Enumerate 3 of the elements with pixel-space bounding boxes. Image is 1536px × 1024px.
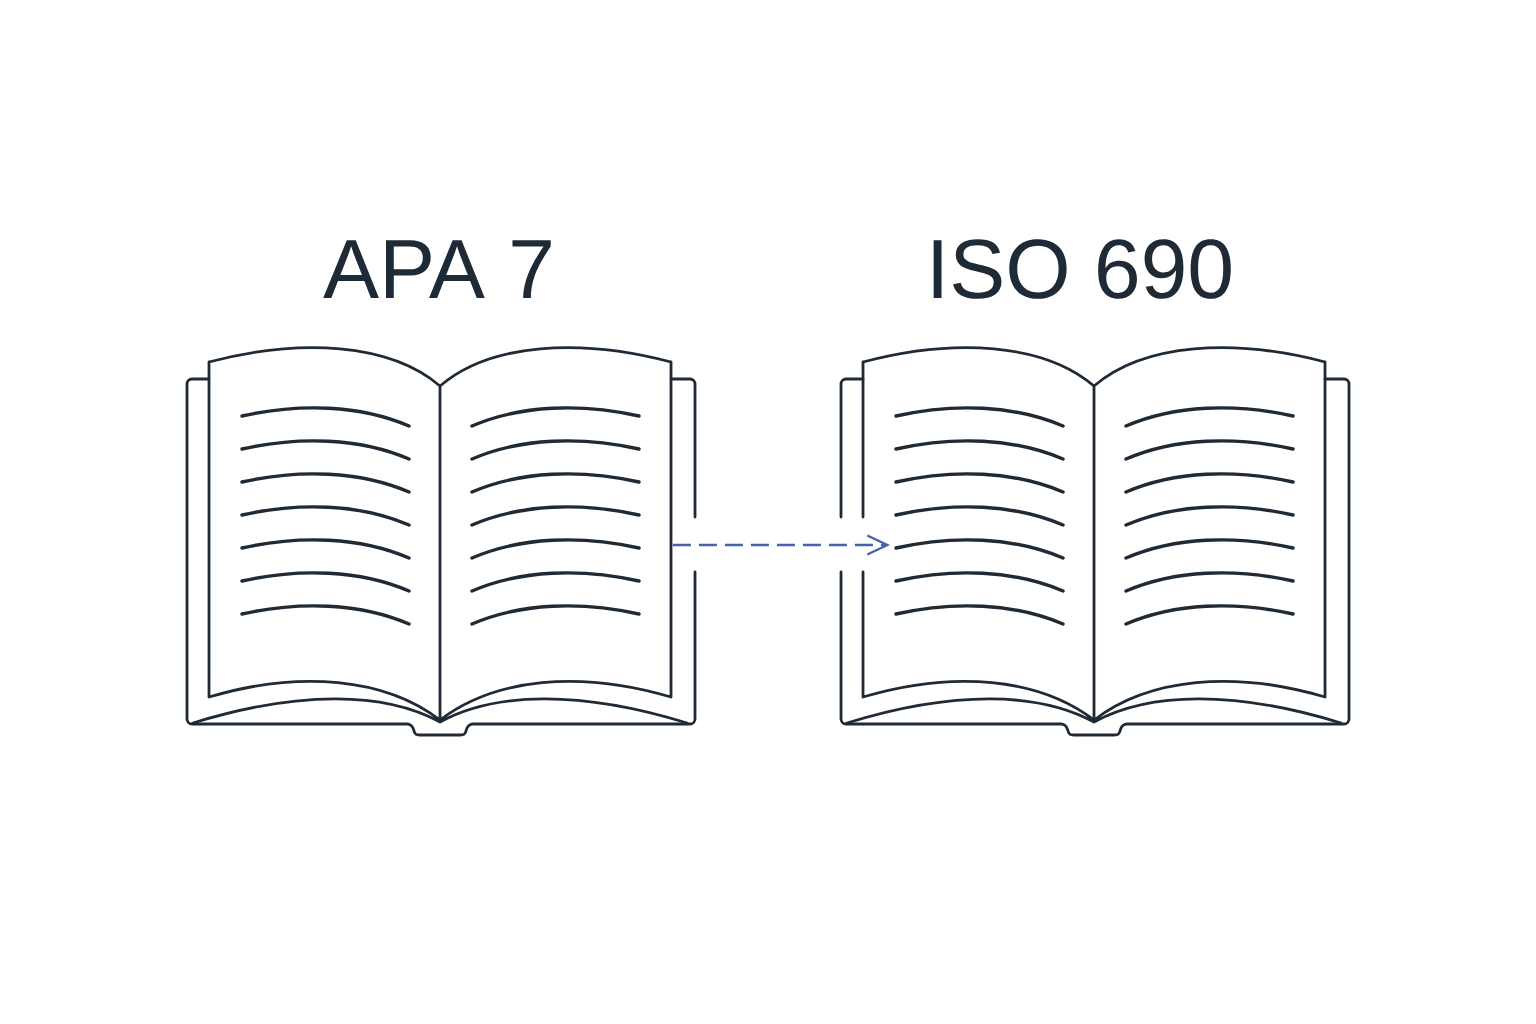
book-title: ISO 690 xyxy=(933,239,1231,299)
book-title: APA 7 xyxy=(323,240,551,298)
arrow xyxy=(672,534,891,556)
